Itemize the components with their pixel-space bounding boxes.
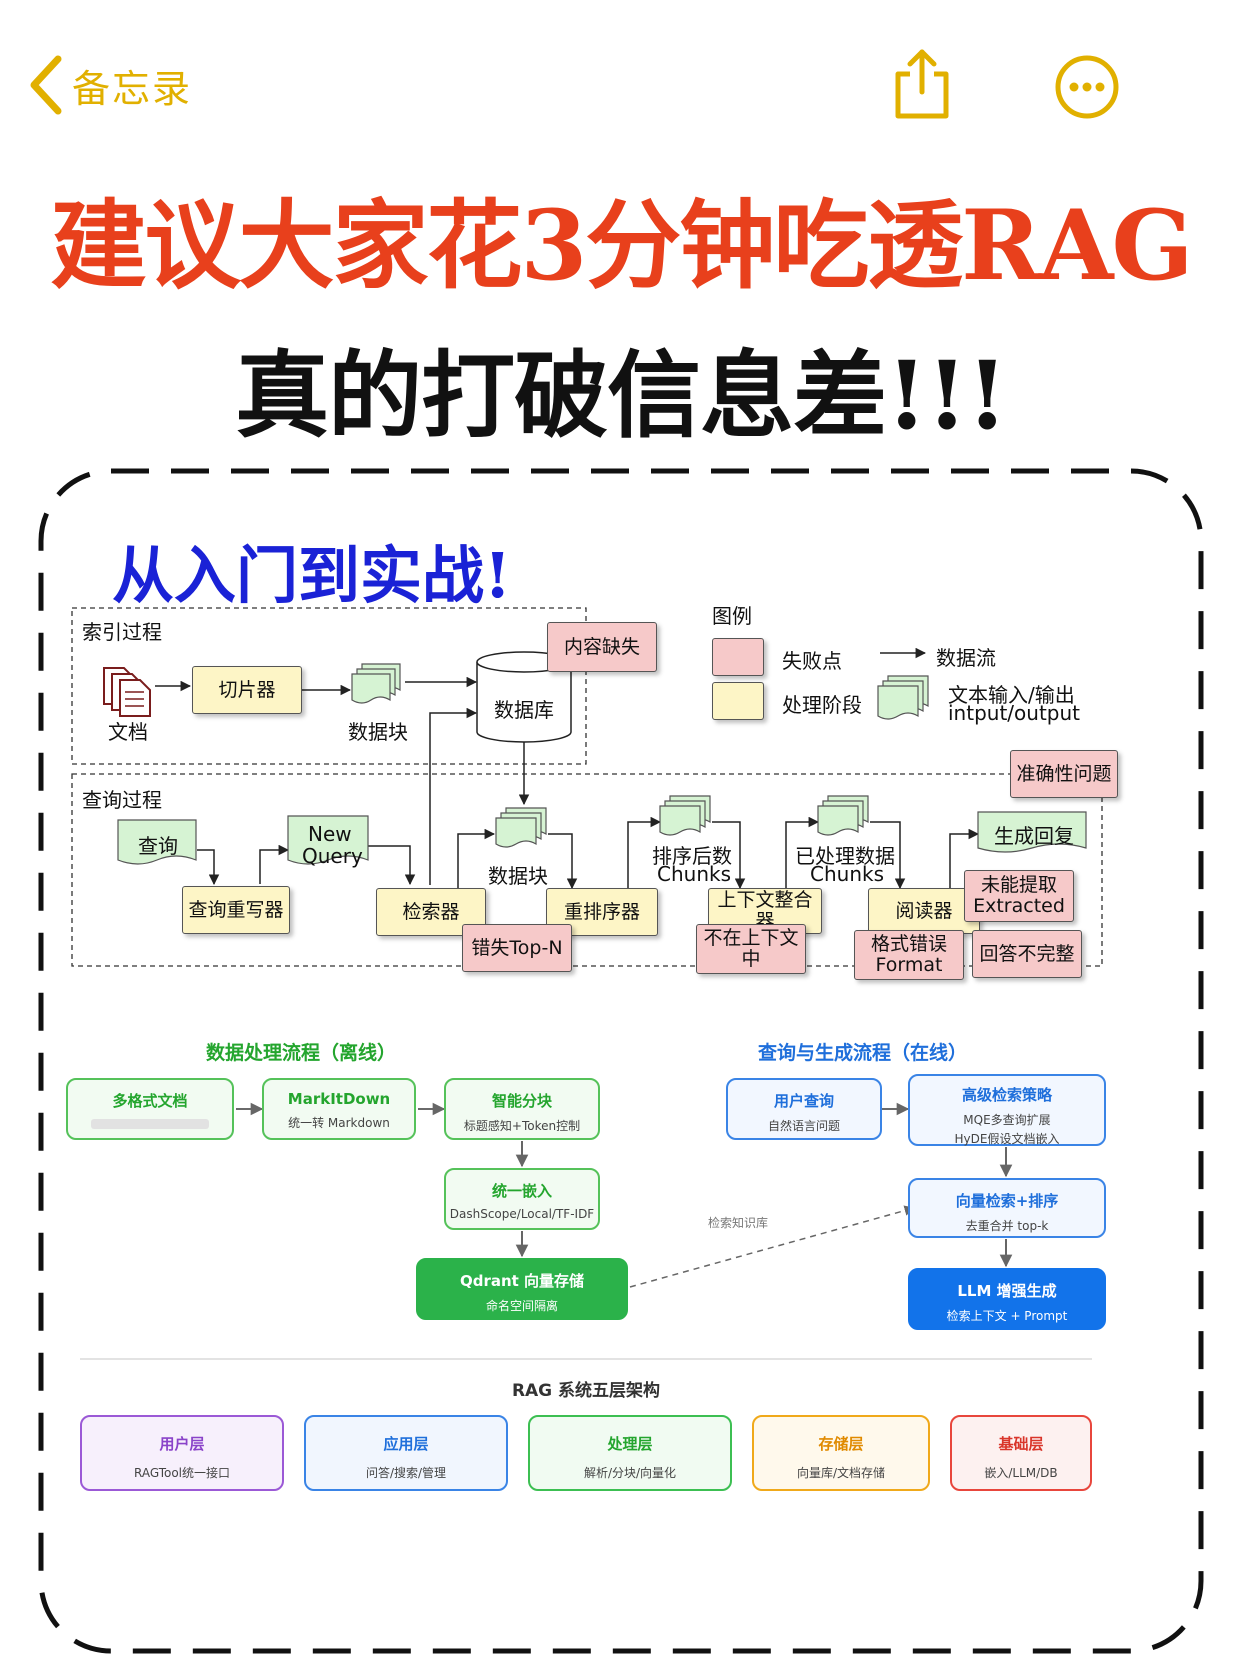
node-title: 高级检索策略 [961, 1086, 1052, 1104]
legend-io-label-2: intput/output [948, 701, 1080, 725]
architecture-title: RAG 系统五层架构 [511, 1381, 661, 1401]
layer-user: 用户层 RAGTool统一接口 [80, 1415, 284, 1491]
more-icon [1055, 55, 1119, 119]
node-title: Qdrant 向量存储 [459, 1272, 585, 1290]
offline-node-embedding: 统一嵌入 DashScope/Local/TF-IDF [444, 1168, 600, 1230]
share-button[interactable] [892, 46, 952, 124]
legend-stage-swatch [712, 682, 764, 720]
fail-format: 格式错误 Format [854, 930, 964, 980]
fail-format-line1: 格式错误 [870, 933, 947, 955]
layer-application: 应用层 问答/搜索/管理 [304, 1415, 508, 1491]
node-title: 统一嵌入 [491, 1182, 552, 1200]
fail-accuracy: 准确性问题 [1010, 750, 1118, 798]
node-title: 智能分块 [491, 1092, 552, 1110]
node-title: 用户查询 [773, 1092, 834, 1110]
node-subtitle: 标题感知+Token控制 [463, 1119, 581, 1133]
answer-label: 生成回复 [994, 824, 1074, 848]
node-title: LLM 增强生成 [957, 1282, 1057, 1300]
fail-top-n: 错失Top-N [462, 924, 572, 972]
online-node-user-query: 用户查询 自然语言问题 [726, 1078, 882, 1140]
node-subtitle: 检索上下文 + Prompt [946, 1309, 1068, 1323]
legend-fail-label: 失败点 [782, 649, 842, 673]
node-subtitle: 统一转 Markdown [288, 1116, 390, 1130]
layer-subtitle: 解析/分块/向量化 [583, 1466, 677, 1480]
fail-missing-content: 内容缺失 [547, 622, 657, 672]
processed-chunks-label-1: 已处理数据 [795, 844, 895, 868]
layer-title: 用户层 [159, 1435, 205, 1453]
layer-subtitle: RAGTool统一接口 [133, 1466, 231, 1480]
node-subtitle: 自然语言问题 [767, 1119, 840, 1133]
layer-title: 处理层 [607, 1435, 653, 1453]
document-label: 文档 [108, 720, 148, 744]
sorted-chunks-label-2: Chunks [657, 862, 731, 886]
layer-title: 存储层 [818, 1435, 864, 1453]
chunks-label: 数据块 [348, 720, 408, 744]
legend-flow-label: 数据流 [936, 646, 996, 670]
new-query-label-1: New [308, 822, 352, 846]
node-subtitle: MQE多查询扩展 [963, 1113, 1051, 1127]
headline-line1: 建议大家花3分钟吃透RAG [50, 189, 1193, 302]
query-label: 查询 [138, 834, 178, 858]
back-button[interactable]: 备忘录 [28, 55, 192, 115]
fail-not-extracted-line2: Extracted [973, 895, 1065, 917]
layer-title: 基础层 [998, 1435, 1044, 1453]
back-label: 备忘录 [72, 66, 193, 111]
legend-fail-swatch [712, 638, 764, 676]
fail-not-in-context: 不在上下文 中 [696, 924, 806, 974]
layer-subtitle: 向量库/文档存储 [796, 1466, 886, 1480]
node-subtitle: 去重合并 top-k [965, 1219, 1049, 1233]
document-icon [103, 667, 151, 717]
online-node-llm-generation: LLM 增强生成 检索上下文 + Prompt [908, 1268, 1106, 1330]
legend-title: 图例 [712, 604, 752, 628]
link-label: 检索知识库 [708, 1216, 769, 1230]
fail-not-in-context-line2: 中 [741, 948, 761, 970]
node-subtitle-2: HyDE假设文档嵌入 [954, 1132, 1060, 1146]
chunker-box: 切片器 [192, 666, 302, 714]
chevron-left-icon [30, 55, 62, 115]
chunks2-label: 数据块 [488, 864, 548, 888]
node-title: 多格式文档 [112, 1092, 188, 1110]
offline-node-documents: 多格式文档 [66, 1078, 234, 1140]
headline-line2: 真的打破信息差!!! [235, 341, 1008, 451]
node-title: MarkItDown [287, 1090, 391, 1108]
subtitle: 从入门到实战! [112, 539, 512, 612]
offline-node-markitdown: MarkItDown 统一转 Markdown [262, 1078, 416, 1140]
more-button[interactable] [1054, 54, 1120, 124]
fail-format-line2: Format [875, 954, 943, 976]
legend-stage-label: 处理阶段 [782, 693, 862, 717]
legend-io-label-1: 文本输入/输出 [948, 683, 1075, 707]
fail-not-extracted: 未能提取 Extracted [964, 870, 1074, 922]
online-node-vector-search: 向量检索+排序 去重合并 top-k [908, 1178, 1106, 1238]
node-title: 向量检索+排序 [955, 1192, 1059, 1210]
fail-not-in-context-line1: 不在上下文 [703, 927, 799, 949]
online-flow-title: 查询与生成流程（在线） [758, 1042, 968, 1064]
fail-not-extracted-line1: 未能提取 [980, 874, 1057, 896]
layer-subtitle: 问答/搜索/管理 [365, 1466, 447, 1480]
layer-storage: 存储层 向量库/文档存储 [752, 1415, 930, 1491]
offline-flow-title: 数据处理流程（离线） [206, 1042, 397, 1064]
offline-node-chunking: 智能分块 标题感知+Token控制 [444, 1078, 600, 1140]
layer-processing: 处理层 解析/分块/向量化 [528, 1415, 732, 1491]
query-process-label: 查询过程 [82, 788, 162, 812]
layer-foundation: 基础层 嵌入/LLM/DB [950, 1415, 1092, 1491]
query-rewriter-box: 查询重写器 [182, 886, 290, 934]
new-query-label-2: Query [302, 844, 363, 868]
dashed-frame [38, 468, 1204, 1654]
sorted-chunks-label-1: 排序后数 [652, 844, 732, 868]
database-label: 数据库 [494, 698, 554, 722]
layer-title: 应用层 [383, 1435, 429, 1453]
processed-chunks-label-2: Chunks [810, 862, 884, 886]
index-process-label: 索引过程 [82, 620, 162, 644]
fail-incomplete: 回答不完整 [972, 930, 1082, 978]
share-icon [895, 49, 949, 119]
layer-subtitle: 嵌入/LLM/DB [984, 1466, 1058, 1480]
reranker-box: 重排序器 [546, 888, 658, 936]
node-subtitle: DashScope/Local/TF-IDF [449, 1207, 595, 1221]
node-subtitle: 命名空间隔离 [485, 1299, 558, 1313]
blurred-text [91, 1119, 209, 1129]
offline-node-qdrant: Qdrant 向量存储 命名空间隔离 [416, 1258, 628, 1320]
online-node-advanced-retrieval: 高级检索策略 MQE多查询扩展 HyDE假设文档嵌入 [908, 1074, 1106, 1146]
